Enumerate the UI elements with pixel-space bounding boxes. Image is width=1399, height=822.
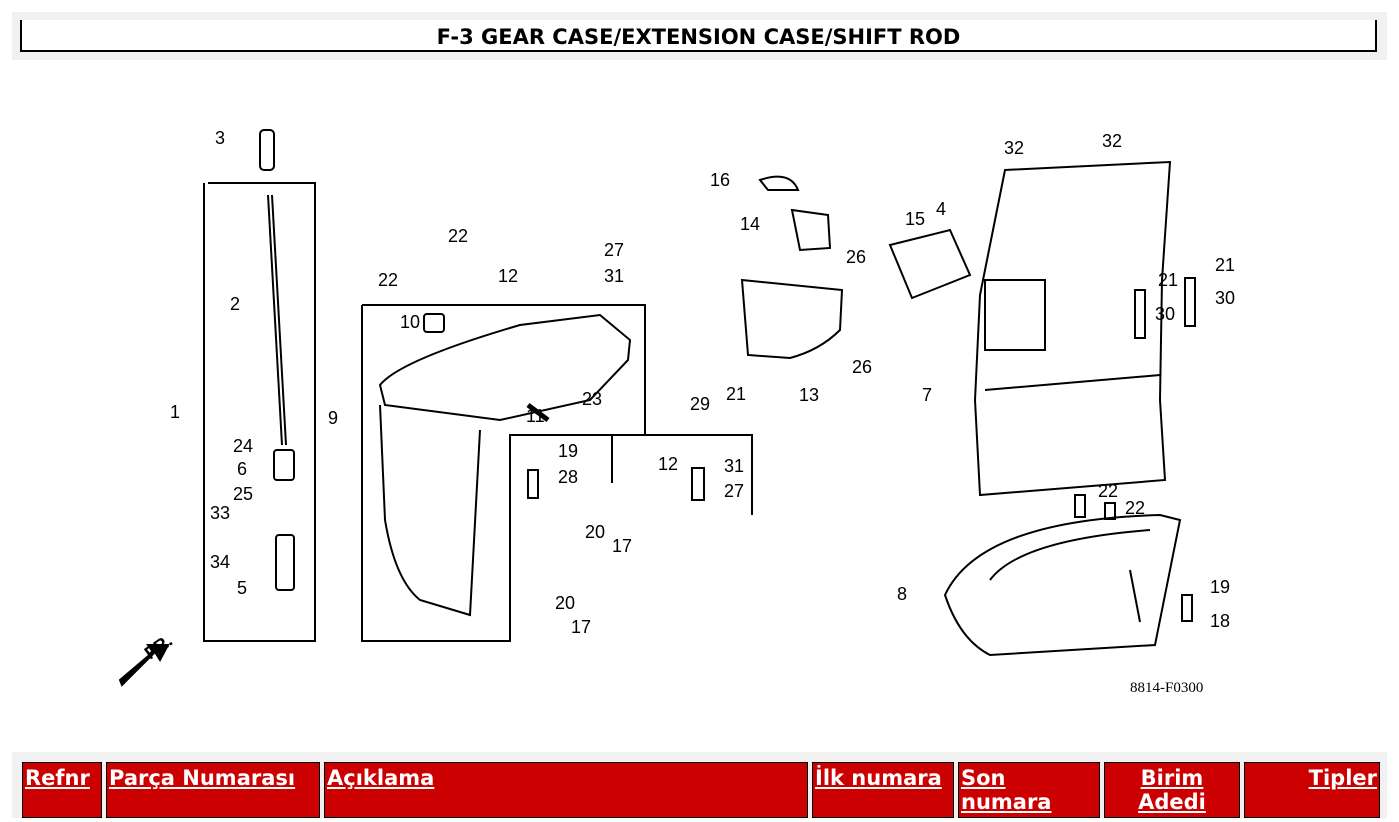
callout-2: 2 <box>230 294 240 314</box>
sort-first-number-link[interactable]: İlk numara <box>815 766 942 790</box>
col-types[interactable]: Tipler <box>1244 762 1380 818</box>
parts-table-panel: Refnr Parça Numarası Açıklama İlk numara… <box>12 752 1387 818</box>
callout-20b: 20 <box>555 593 575 613</box>
callout-3: 3 <box>215 128 225 148</box>
callout-10: 10 <box>400 312 420 332</box>
callout-31a: 31 <box>604 266 624 286</box>
callout-12b: 12 <box>658 454 678 474</box>
table-header-row: Refnr Parça Numarası Açıklama İlk numara… <box>22 762 1380 818</box>
col-first-number[interactable]: İlk numara <box>812 762 954 818</box>
title-panel: F-3 GEAR CASE/EXTENSION CASE/SHIFT ROD <box>12 12 1387 60</box>
col-last-number[interactable]: Son numara <box>958 762 1100 818</box>
sort-unit-quantity-link[interactable]: Birim Adedi <box>1138 766 1206 814</box>
sort-refnr-link[interactable]: Refnr <box>25 766 90 790</box>
callout-13: 13 <box>799 385 819 405</box>
callout-21a: 21 <box>726 384 746 404</box>
callout-14: 14 <box>740 214 760 234</box>
parts-table: Refnr Parça Numarası Açıklama İlk numara… <box>18 758 1384 822</box>
callout-22a: 22 <box>448 226 468 246</box>
diagram-code: 8814-F0300 <box>1130 680 1203 696</box>
callout-19b: 19 <box>1210 577 1230 597</box>
sort-types-link[interactable]: Tipler <box>1308 766 1377 790</box>
sort-part-number-link[interactable]: Parça Numarası <box>109 766 296 790</box>
callout-12a: 12 <box>498 266 518 286</box>
callout-21c: 21 <box>1215 255 1235 275</box>
callout-33: 33 <box>210 503 230 523</box>
callout-22d: 22 <box>1125 498 1145 518</box>
callout-32a: 32 <box>1004 138 1024 158</box>
col-refnr[interactable]: Refnr <box>22 762 102 818</box>
callout-7: 7 <box>922 385 932 405</box>
callout-21b: 21 <box>1158 270 1178 290</box>
callout-34: 34 <box>210 552 230 572</box>
callout-24: 24 <box>233 436 253 456</box>
callout-15: 15 <box>905 209 925 229</box>
sort-description-link[interactable]: Açıklama <box>327 766 435 790</box>
page-title: F-3 GEAR CASE/EXTENSION CASE/SHIFT ROD <box>20 20 1377 52</box>
callout-20a: 20 <box>585 522 605 542</box>
callout-4: 4 <box>936 199 946 219</box>
callout-18: 18 <box>1210 611 1230 631</box>
callout-5: 5 <box>237 578 247 598</box>
callout-11: 11 <box>526 406 545 426</box>
callout-30b: 30 <box>1215 288 1235 308</box>
callout-22b: 22 <box>378 270 398 290</box>
col-part-number[interactable]: Parça Numarası <box>106 762 320 818</box>
callout-27a: 27 <box>604 240 624 260</box>
callout-8: 8 <box>897 584 907 604</box>
callout-25: 25 <box>233 484 253 504</box>
exploded-view-drawing: 1 2 3 4 5 6 7 8 9 10 11 12 12 13 14 15 1… <box>118 128 1235 696</box>
col-description[interactable]: Açıklama <box>324 762 808 818</box>
callout-28: 28 <box>558 467 578 487</box>
callout-27b: 27 <box>724 481 744 501</box>
callout-23: 23 <box>582 389 602 409</box>
callout-16: 16 <box>710 170 730 190</box>
col-unit-quantity[interactable]: Birim Adedi <box>1104 762 1240 818</box>
callout-19a: 19 <box>558 441 578 461</box>
callout-labels: 1 2 3 4 5 6 7 8 9 10 11 12 12 13 14 15 1… <box>170 128 1235 637</box>
callout-30a: 30 <box>1155 304 1175 324</box>
callout-26b: 26 <box>852 357 872 377</box>
callout-17a: 17 <box>612 536 632 556</box>
callout-17b: 17 <box>571 617 591 637</box>
callout-29: 29 <box>690 394 710 414</box>
callout-32b: 32 <box>1102 131 1122 151</box>
callout-9: 9 <box>328 408 338 428</box>
callout-1: 1 <box>170 402 180 422</box>
parts-diagram: 1 2 3 4 5 6 7 8 9 10 11 12 12 13 14 15 1… <box>100 100 1300 720</box>
sort-last-number-link[interactable]: Son numara <box>961 766 1052 814</box>
callout-6: 6 <box>237 459 247 479</box>
callout-31b: 31 <box>724 456 744 476</box>
callout-26a: 26 <box>846 247 866 267</box>
callout-22c: 22 <box>1098 481 1118 501</box>
